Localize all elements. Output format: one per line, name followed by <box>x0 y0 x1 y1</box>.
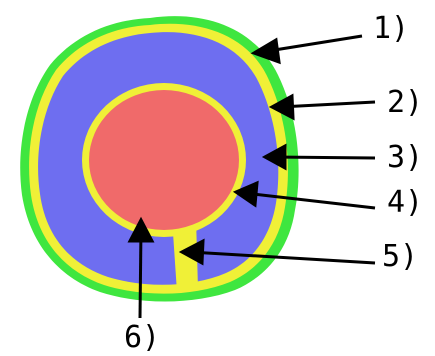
arrows <box>127 34 376 319</box>
arrow-3-head <box>261 143 287 171</box>
arrow-4 <box>243 191 376 210</box>
arrow-3 <box>272 155 376 160</box>
arrow-4-head <box>232 180 259 208</box>
label-5: 5) <box>382 239 418 274</box>
arrow-1-head <box>250 37 281 65</box>
label-2: 2) <box>387 85 423 120</box>
label-6: 6) <box>124 320 160 355</box>
label-3: 3) <box>387 140 423 175</box>
arrow-6 <box>138 227 143 319</box>
label-1: 1) <box>373 11 409 46</box>
arrow-6-head <box>127 216 155 243</box>
label-4: 4) <box>387 185 423 220</box>
arrow-2 <box>279 100 376 109</box>
arrow-5-head <box>178 238 205 266</box>
arrow-2-head <box>268 93 295 121</box>
red-core <box>89 90 239 230</box>
arrow-5 <box>189 250 376 265</box>
